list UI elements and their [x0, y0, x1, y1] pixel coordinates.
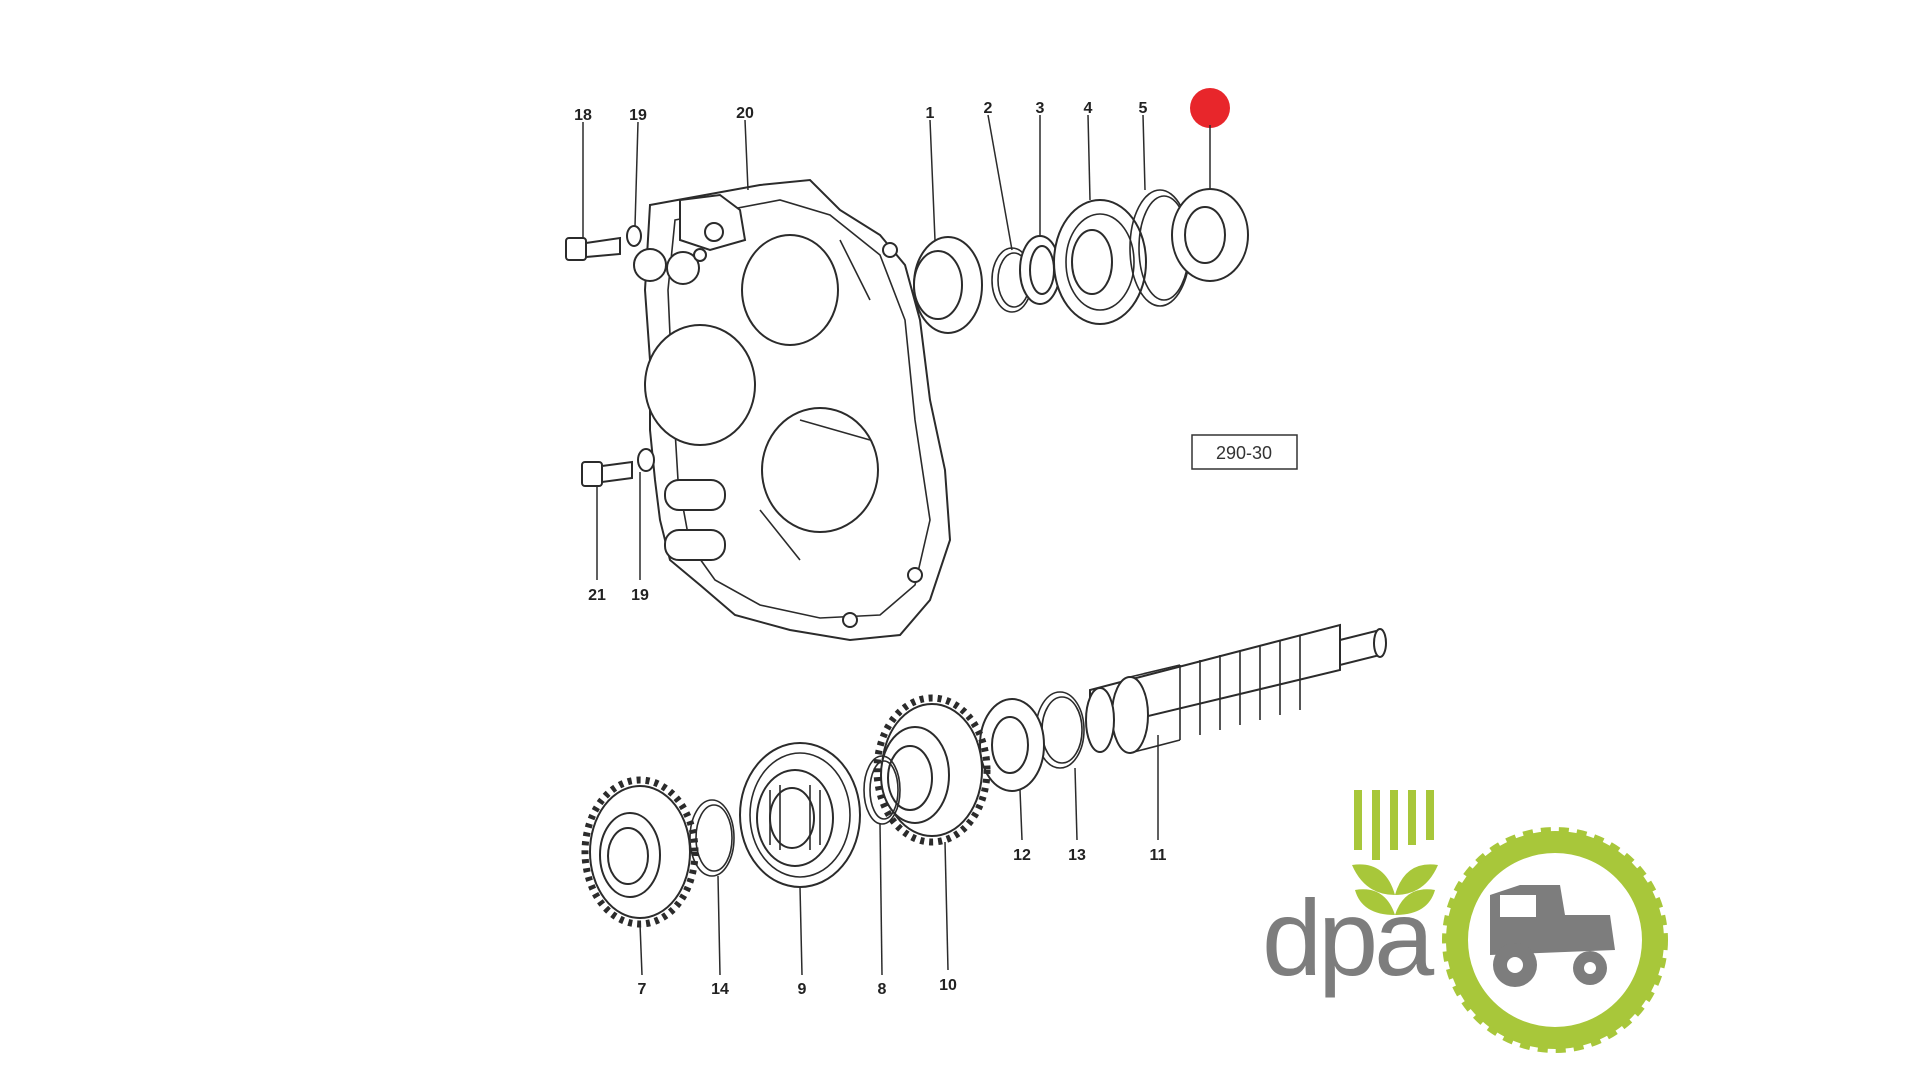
wheat-icon [1352, 790, 1438, 915]
callout-21: 21 [588, 587, 606, 604]
callout-labels: 18 19 20 1 2 3 4 5 21 19 11 12 13 7 14 9… [574, 100, 1166, 998]
tab-washer-highlighted [1171, 188, 1249, 282]
callout-8: 8 [878, 981, 887, 998]
callout-13: 13 [1068, 847, 1086, 864]
snap-ring-part-14 [689, 799, 735, 877]
callout-9: 9 [798, 981, 807, 998]
dpa-logo: dpa [1262, 790, 1668, 1053]
callout-20: 20 [736, 105, 754, 122]
callout-2: 2 [984, 100, 993, 117]
callout-1: 1 [926, 105, 935, 122]
tractor-icon [1490, 885, 1615, 987]
logo-text: dpa [1262, 877, 1435, 998]
callout-19-lower: 19 [631, 587, 649, 604]
callout-19-upper: 19 [629, 107, 647, 124]
callout-5: 5 [1139, 100, 1148, 117]
callout-12: 12 [1013, 847, 1031, 864]
splined-washer-part-12 [979, 698, 1045, 792]
callout-14: 14 [711, 981, 729, 998]
gear-part-10 [873, 694, 991, 846]
bolt-upper [565, 236, 621, 261]
bolt-lower [581, 460, 633, 487]
callout-4: 4 [1084, 100, 1093, 117]
callout-3: 3 [1036, 100, 1045, 117]
callout-10: 10 [939, 977, 957, 994]
gear-part-7 [581, 776, 699, 928]
callout-18: 18 [574, 107, 592, 124]
reference-code: 290-30 [1216, 443, 1272, 463]
main-shaft-part-11 [1085, 623, 1387, 754]
callout-11: 11 [1150, 847, 1167, 864]
highlight-marker [1190, 88, 1230, 128]
ring-part-8 [863, 755, 901, 825]
bearing-part-4 [1053, 199, 1147, 325]
synchro-hub-part-9 [739, 742, 861, 888]
washer-upper [626, 225, 642, 247]
reference-code-box: 290-30 [1191, 434, 1298, 470]
leader-lines [582, 114, 1211, 976]
callout-7: 7 [638, 981, 647, 998]
gear-ring-icon [1446, 831, 1664, 1049]
gearbox-cover-housing [633, 178, 952, 642]
seal-ring-part-1 [913, 236, 983, 334]
washer-lower [637, 448, 655, 472]
